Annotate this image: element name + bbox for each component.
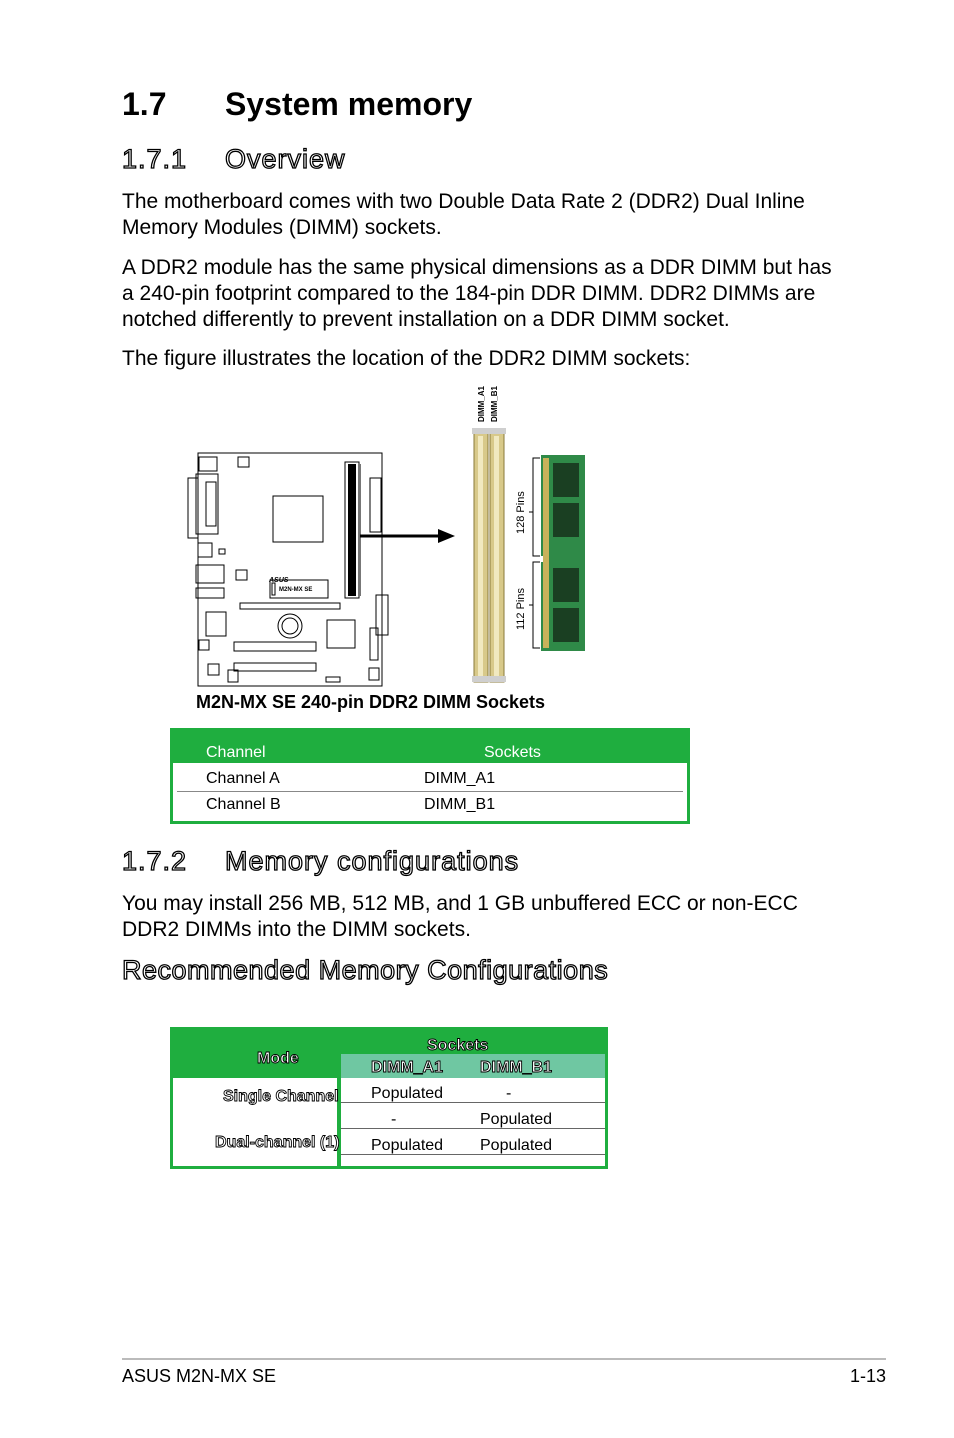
- recommended-heading: Recommended Memory Configurations: [121, 954, 609, 985]
- ddr2-module-icon: [541, 455, 585, 651]
- recommended-config-table: Mode Sockets DIMM_A1 DIMM_B1 Single Chan…: [170, 1027, 608, 1169]
- pins-upper-label: 128 Pins: [515, 491, 527, 534]
- dimm-b1-header: DIMM_B1: [480, 1059, 553, 1077]
- board-label: M2N-MX SE: [279, 587, 312, 593]
- table-row: Channel A DIMM_A1: [177, 765, 683, 792]
- dimm-slot-b-on-board: [358, 464, 361, 596]
- table-row: Channel B DIMM_B1: [177, 791, 683, 817]
- memory-config-title: Memory configurations: [224, 845, 520, 876]
- pin-brackets: [529, 457, 540, 649]
- memory-config-number: 1.7.2: [121, 845, 188, 876]
- mode-header: Mode: [257, 1050, 300, 1068]
- socket-a-label: DIMM_A1: [477, 385, 486, 422]
- sockets-header: Sockets: [427, 1037, 489, 1055]
- sockets-header: Sockets: [484, 744, 541, 761]
- footer-page-number: 1-13: [849, 1366, 886, 1386]
- overview-paragraph-3: The figure illustrates the location of t…: [122, 347, 691, 370]
- board-logo: ASUS: [268, 577, 289, 584]
- channel-table-header: Channel Sockets: [173, 731, 687, 763]
- overview-paragraph-2: A DDR2 module has the same physical dime…: [122, 256, 832, 331]
- dimm-sockets-enlarged: [472, 428, 506, 683]
- socket-cell: DIMM_B1: [424, 796, 496, 813]
- overview-title: Overview: [224, 143, 346, 174]
- dimm-location-figure: ASUS M2N-MX SE DIMM_A1 DIMM_B1 128 Pins …: [187, 385, 585, 687]
- cell-a1-row2: -: [391, 1111, 397, 1128]
- cell-b1-row2: Populated: [480, 1111, 553, 1128]
- channel-header: Channel: [206, 744, 266, 761]
- section-title-text: System memory: [225, 86, 473, 122]
- channel-table: Channel Sockets Channel A DIMM_A1 Channe…: [170, 728, 690, 824]
- figure-caption: M2N-MX SE 240-pin DDR2 DIMM Sockets: [196, 692, 546, 712]
- overview-paragraph-1: The motherboard comes with two Double Da…: [122, 190, 805, 239]
- pointer-arrow-icon: [360, 529, 455, 543]
- pins-lower-label: 112 Pins: [515, 588, 527, 630]
- memory-config-heading: 1.7.2 Memory configurations: [121, 845, 520, 877]
- channel-cell: Channel B: [206, 796, 281, 813]
- section-title: 1.7 System memory: [122, 86, 472, 123]
- socket-b-label: DIMM_B1: [490, 385, 499, 422]
- overview-number: 1.7.1: [121, 143, 188, 174]
- footer-product-name: ASUS M2N-MX SE: [122, 1366, 277, 1386]
- footer-divider: [122, 1358, 886, 1360]
- mode-single-channel: Single Channel: [223, 1088, 339, 1106]
- cell-b1-row1: -: [506, 1085, 512, 1102]
- section-number: 1.7: [122, 86, 167, 122]
- mode-dual-channel: Dual-channel (1): [215, 1134, 340, 1152]
- overview-heading: 1.7.1 Overview: [121, 143, 346, 175]
- cell-b1-row3: Populated: [480, 1137, 553, 1154]
- cell-a1-row1: Populated: [371, 1085, 444, 1102]
- memory-config-paragraph: You may install 256 MB, 512 MB, and 1 GB…: [122, 892, 798, 941]
- socket-cell: DIMM_A1: [424, 770, 496, 787]
- dimm-slot-a-on-board: [348, 464, 356, 596]
- channel-cell: Channel A: [206, 770, 280, 787]
- cell-a1-row3: Populated: [371, 1137, 444, 1154]
- dimm-a1-header: DIMM_A1: [371, 1059, 444, 1077]
- motherboard-diagram: [187, 452, 389, 687]
